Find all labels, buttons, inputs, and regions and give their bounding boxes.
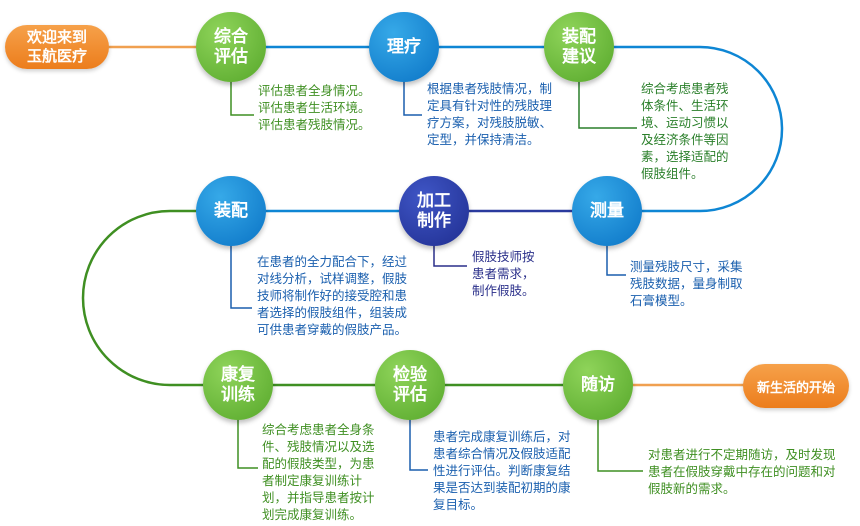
- desc-assess: 评估患者全身情况。 评估患者生活环境。 评估患者残肢情况。: [258, 83, 371, 132]
- callout-fit: [230, 244, 252, 309]
- desc-make: 假肢技师按 患者需求， 制作假肢。: [472, 249, 535, 298]
- step-check: 检验 评估: [375, 350, 445, 420]
- callout-check: [409, 418, 428, 471]
- end-pill: 新生活的开始: [743, 364, 849, 408]
- callout-rehab: [237, 418, 258, 469]
- desc-fit: 在患者的全力配合下，经过 对线分析，试样调整，假肢 技师将制作好的接受腔和患 者…: [257, 254, 408, 337]
- callout-make: [433, 244, 467, 267]
- desc-follow: 对患者进行不定期随访，及时发现 患者在假肢穿戴中存在的问题和对 假肢新的需求。: [648, 447, 836, 496]
- callout-follow: [597, 418, 643, 472]
- desc-measure: 测量残肢尺寸，采集 残肢数据，量身制取 石膏模型。: [630, 259, 743, 308]
- path-fit-rehab: [81, 209, 204, 387]
- path-suggest-measure: [610, 45, 784, 213]
- desc-rehab: 综合考虑患者全身条 件、残肢情况以及选 配的假肢类型，为患 者制定康复训练计 划…: [262, 422, 375, 522]
- step-assess: 综合 评估: [196, 12, 266, 82]
- step-suggest: 装配 建议: [544, 12, 614, 82]
- step-make: 加工 制作: [399, 176, 469, 246]
- desc-check: 患者完成康复训练后，对 患者综合情况及假肢适配 性进行评估。判断康复结 果是否达…: [433, 429, 571, 512]
- desc-suggest: 综合考虑患者残 体条件、生活环 境、运动习惯以 及经济条件等因 素，选择适配的 …: [641, 81, 729, 181]
- step-fit: 装配: [196, 176, 266, 246]
- callout-measure: [606, 244, 626, 276]
- desc-treat: 根据患者残肢情况，制 定具有针对性的残肢理 疗方案，对残肢脱敏、 定型，并保持清…: [427, 81, 553, 147]
- callout-suggest: [578, 80, 637, 129]
- step-rehab: 康复 训练: [203, 350, 273, 420]
- step-treat: 理疗: [369, 12, 439, 82]
- step-follow: 随访: [563, 350, 633, 420]
- step-measure: 测量: [572, 176, 642, 246]
- callout-assess: [230, 80, 254, 116]
- callout-treat: [403, 80, 422, 116]
- start-pill: 欢迎来到 玉航医疗: [5, 25, 109, 69]
